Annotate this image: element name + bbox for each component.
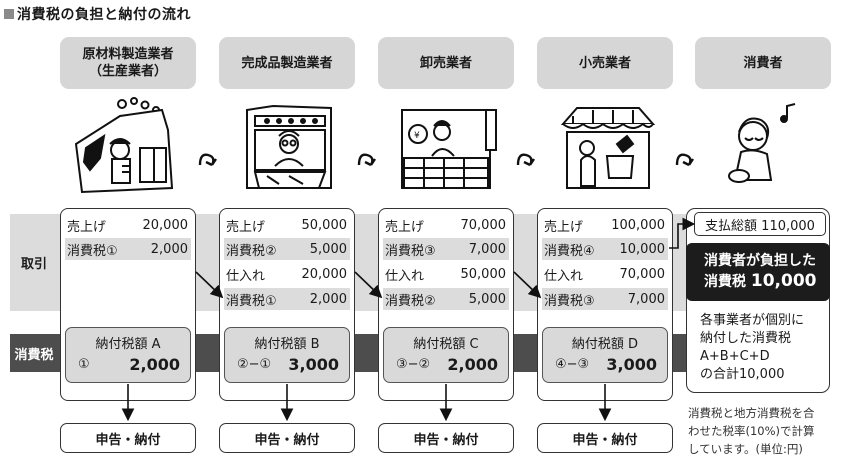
trade-label: 取引 xyxy=(20,257,47,272)
flow-arrow-icon xyxy=(516,153,535,167)
payment-box: 納付税額 C ③−② 2,000 xyxy=(383,327,509,383)
filing-box: 申告・納付 xyxy=(60,423,196,453)
factory-illustration xyxy=(74,97,174,194)
stage-header-raw-material: 原材料製造業者 （生産業者） xyxy=(60,37,196,89)
stage-header-manufacturer: 完成品製造業者 xyxy=(219,37,355,89)
tax-to-consumer-arrow xyxy=(669,217,696,249)
title-square-icon xyxy=(4,9,14,19)
diagram-title: 消費税の負担と納付の流れ xyxy=(4,4,191,24)
shop-illustration xyxy=(560,107,656,189)
payment-amount: 3,000 xyxy=(606,355,657,374)
payment-amount: 2,000 xyxy=(129,355,180,374)
consumer-burden-box: 消費者が負担した 消費税 10,000 xyxy=(686,243,830,301)
payment-calc: ④−③ xyxy=(555,357,590,372)
payment-box: 納付税額 A ① 2,000 xyxy=(65,327,191,383)
payment-calc: ②−① xyxy=(237,357,272,372)
flow-arrow-icon xyxy=(198,153,217,167)
stage-header-wholesaler: 卸売業者 xyxy=(378,37,514,89)
footnote: 消費税と地方消費税を合 わせた税率(10%)で計算 しています。(単位:円) xyxy=(688,406,815,456)
flow-arrow-icon xyxy=(675,153,694,167)
tax-transfer-arrow xyxy=(513,271,542,299)
stage-header-consumer: 消費者 xyxy=(695,37,831,89)
svg-text:¥: ¥ xyxy=(414,131,420,141)
tax-label: 消費税 xyxy=(14,347,54,363)
store-illustration xyxy=(246,104,332,189)
payment-label: 納付税額 D xyxy=(571,337,639,352)
tax-transfer-arrow xyxy=(195,271,224,299)
sum-explanation: 各事業者が個別に 納付した消費税 A+B+C+D の合計10,000 xyxy=(700,313,805,382)
filing-box: 申告・納付 xyxy=(537,423,673,453)
payment-box: 納付税額 D ④−③ 3,000 xyxy=(542,327,668,383)
payment-box: 納付税額 B ②−① 3,000 xyxy=(224,327,350,383)
payment-label: 納付税額 C xyxy=(413,337,479,352)
consumer-illustration xyxy=(728,103,796,183)
payment-amount: 3,000 xyxy=(288,355,339,374)
stage-header-retailer: 小売業者 xyxy=(537,37,673,89)
payment-calc: ① xyxy=(78,357,90,372)
tax-transfer-arrow xyxy=(354,271,383,299)
payment-calc: ③−② xyxy=(396,357,431,372)
filing-box: 申告・納付 xyxy=(219,423,355,453)
flow-arrow-icon xyxy=(357,153,376,167)
burden-amount: 10,000 xyxy=(750,271,817,291)
payment-label: 納付税額 B xyxy=(254,337,320,352)
wholesaler-illustration: ¥ xyxy=(401,109,497,189)
filing-box: 申告・納付 xyxy=(378,423,514,453)
payment-label: 納付税額 A xyxy=(95,337,161,352)
payment-amount: 2,000 xyxy=(447,355,498,374)
